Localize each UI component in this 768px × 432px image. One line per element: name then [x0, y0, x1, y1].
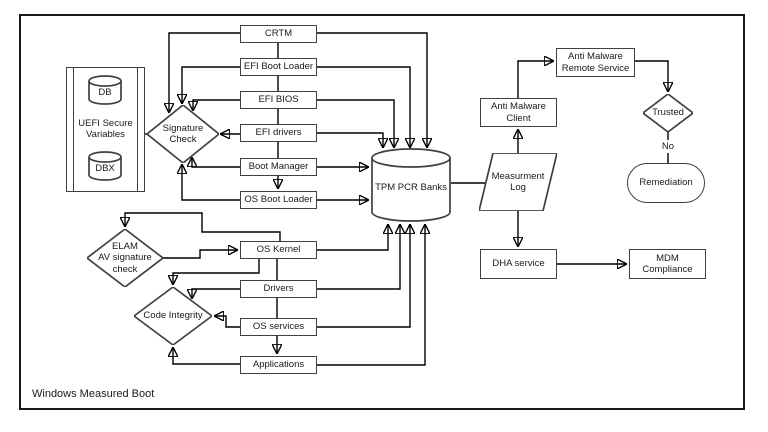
elam-label: ELAM AV signature check	[98, 241, 152, 275]
os-services-box: OS services	[240, 318, 317, 336]
connector-crtm-to-signature-check	[169, 32, 240, 113]
dha-service-box: DHA service	[480, 249, 557, 279]
dbx-label: DBX	[95, 162, 115, 174]
dha-service-label: DHA service	[492, 258, 545, 270]
diamond-shape	[147, 105, 219, 163]
connector-os-kernel-to-elam	[125, 212, 281, 241]
boot-manager-box: Boot Manager	[240, 158, 317, 176]
anti-malware-remote-service-box: Anti Malware Remote Service	[556, 48, 635, 77]
measurement-log-label: Measurment Log	[491, 170, 545, 193]
signature-check-decision: Signature Check	[147, 105, 219, 163]
connector-applications-to-code-integrity	[173, 347, 240, 365]
diamond-shape	[134, 287, 212, 345]
trusted-label: Trusted	[652, 107, 684, 119]
dbx-cylinder: DBX	[88, 151, 122, 181]
efi-drivers-box: EFI drivers	[240, 124, 317, 142]
container-right-bar	[137, 68, 138, 191]
anti-malware-remote-service-label: Anti Malware Remote Service	[561, 51, 630, 74]
drivers-box: Drivers	[240, 280, 317, 298]
connector-elam-to-os-kernel	[163, 250, 238, 259]
efi-boot-loader-label: EFI Boot Loader	[243, 61, 314, 73]
remediation-terminator: Remediation	[627, 163, 705, 203]
applications-label: Applications	[252, 359, 305, 371]
connector-drivers-to-tpm	[317, 224, 400, 290]
db-cylinder: DB	[88, 75, 122, 105]
efi-drivers-label: EFI drivers	[255, 127, 302, 139]
parallelogram-shape	[479, 153, 557, 211]
connector-efi-boot-loader-to-tpm	[317, 66, 410, 148]
connector-os-kernel-to-tpm	[317, 224, 388, 251]
cylinder-shape	[88, 75, 122, 105]
elam-av-signature-check-decision: ELAM AV signature check	[87, 229, 163, 287]
os-kernel-box: OS Kernel	[240, 241, 317, 259]
anti-malware-client-box: Anti Malware Client	[480, 98, 557, 127]
connector-crtm-to-tpm	[317, 32, 427, 148]
crtm-box: CRTM	[240, 25, 317, 43]
uefi-secure-variables-label: UEFI Secure Variables	[78, 117, 133, 140]
remediation-label: Remediation	[639, 177, 693, 189]
no-branch-label: No	[657, 140, 679, 153]
diagram-title: Windows Measured Boot	[32, 388, 155, 400]
code-integrity-label: Code Integrity	[143, 310, 203, 322]
connector-drivers-to-code-integrity	[192, 288, 240, 299]
connector-os-services-to-tpm	[317, 224, 410, 328]
efi-boot-loader-box: EFI Boot Loader	[240, 58, 317, 76]
boot-manager-label: Boot Manager	[248, 161, 309, 173]
mdm-compliance-label: MDM Compliance	[642, 252, 693, 275]
connector-os-services-to-code-integrity	[214, 316, 240, 328]
db-label: DB	[98, 86, 112, 98]
measurement-log-parallelogram: Measurment Log	[479, 153, 557, 211]
mdm-compliance-box: MDM Compliance	[629, 249, 706, 279]
os-boot-loader-box: OS Boot Loader	[240, 191, 317, 209]
container-left-bar	[73, 68, 74, 191]
crtm-label: CRTM	[264, 28, 293, 40]
connector-remote-service-to-trusted	[635, 60, 668, 92]
cylinder-shape	[88, 151, 122, 181]
trusted-decision: Trusted	[643, 94, 693, 132]
anti-malware-client-label: Anti Malware Client	[491, 101, 546, 124]
connector-efi-bios-to-tpm	[317, 99, 394, 148]
connector-boot-manager-to-signature-check	[192, 157, 240, 168]
code-integrity-decision: Code Integrity	[134, 287, 212, 345]
diamond-shape	[87, 229, 163, 287]
efi-bios-label: EFI BIOS	[258, 94, 299, 106]
cylinder-shape	[371, 148, 451, 222]
connector-efi-boot-loader-to-signature-check	[182, 66, 240, 104]
connector-anti-malware-client-to-remote-service	[517, 61, 554, 98]
connector-efi-bios-to-signature-check	[193, 99, 240, 111]
diamond-shape	[643, 94, 693, 132]
os-services-label: OS services	[252, 321, 305, 333]
tpm-pcr-banks-label: TPM PCR Banks	[375, 181, 447, 193]
signature-check-label: Signature Check	[162, 122, 204, 145]
os-boot-loader-label: OS Boot Loader	[244, 194, 313, 206]
connector-os-kernel-to-code-integrity	[173, 259, 260, 285]
applications-box: Applications	[240, 356, 317, 374]
connector-efi-drivers-to-tpm	[317, 132, 383, 148]
drivers-label: Drivers	[263, 283, 294, 295]
connector-applications-to-tpm	[317, 224, 425, 366]
os-kernel-label: OS Kernel	[256, 244, 301, 256]
diagram-frame	[19, 14, 745, 410]
tpm-pcr-banks-cylinder: TPM PCR Banks	[371, 148, 451, 222]
efi-bios-box: EFI BIOS	[240, 91, 317, 109]
connector-os-boot-loader-to-signature-check	[182, 164, 240, 201]
